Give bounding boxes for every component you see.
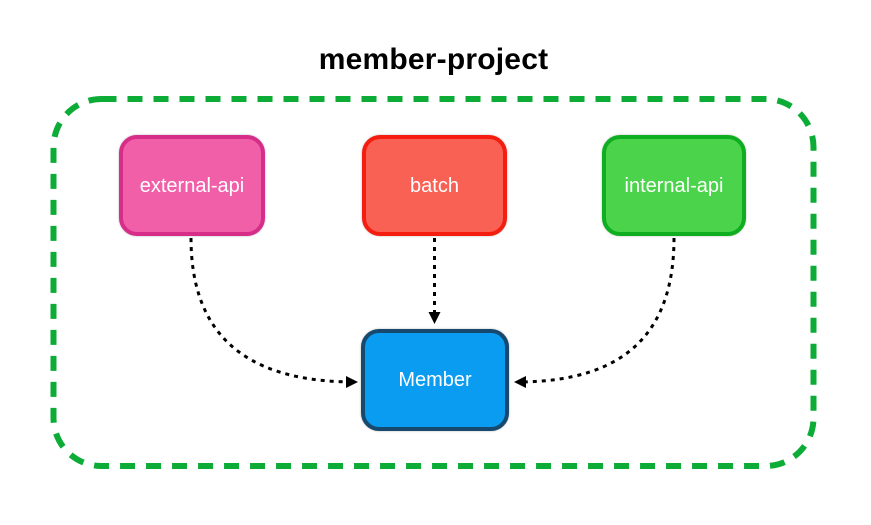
diagram-title: member-project — [318, 43, 549, 76]
edge-internal-api-to-member — [514, 237, 676, 388]
node-label: internal-api — [624, 174, 724, 197]
node-batch: batch — [362, 135, 507, 236]
node-member: Member — [361, 329, 509, 431]
edge-external-api-to-member — [189, 237, 358, 388]
project-boundary-outline — [50, 96, 817, 469]
node-label: external-api — [139, 174, 245, 197]
node-label: batch — [410, 174, 459, 197]
node-external-api: external-api — [119, 135, 265, 236]
node-internal-api: internal-api — [602, 135, 746, 236]
node-label: Member — [398, 369, 472, 391]
